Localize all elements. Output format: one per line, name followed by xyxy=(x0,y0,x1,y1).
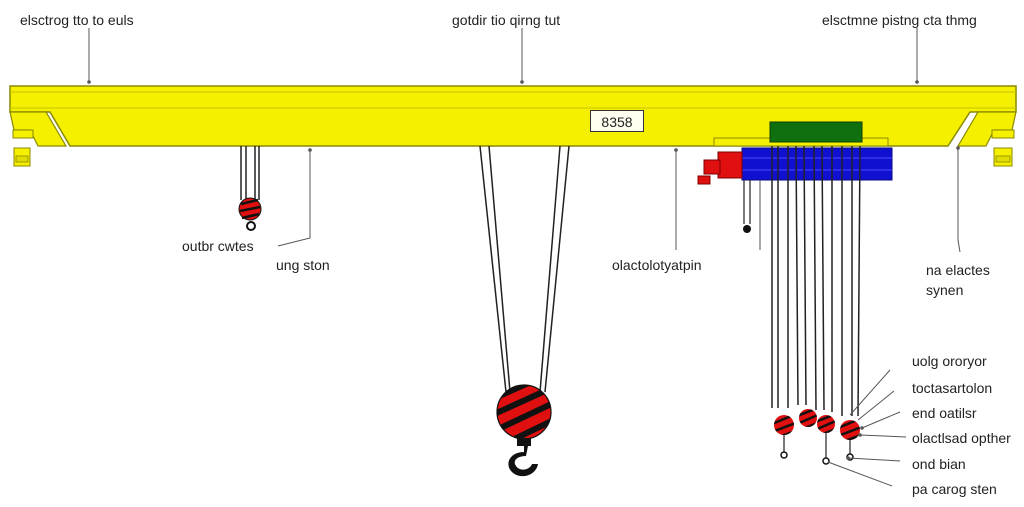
right-list-item: olactlsad opther xyxy=(912,430,1011,446)
main-girder xyxy=(9,85,1017,147)
main-hook xyxy=(508,446,538,477)
leaders-right-list xyxy=(827,369,907,487)
leader-left-mid xyxy=(277,150,311,247)
leader-dot-center-right xyxy=(674,148,678,152)
right-list-item: pa carog sten xyxy=(912,481,997,497)
trolley-ropes xyxy=(771,145,861,417)
label-top-right: elsctmne pistng cta thmg xyxy=(822,12,977,28)
leader-dot-top-center xyxy=(520,80,524,84)
end-truck-left xyxy=(9,111,68,167)
label-right-mid: na elactes synen xyxy=(926,262,990,298)
label-top-center: gotdir tio qirng tut xyxy=(452,12,561,28)
hook-cluster xyxy=(774,409,860,465)
end-truck-right xyxy=(956,111,1017,167)
label-top-left: elsctrog tto to euls xyxy=(20,12,134,28)
right-list-item: uolg ororyor xyxy=(912,353,987,369)
leader-dot-left-mid xyxy=(308,148,312,152)
main-hoist-ropes xyxy=(479,145,570,393)
label-center-right: olactolotyatpin xyxy=(612,257,702,273)
right-list-item: end oatilsr xyxy=(912,405,977,421)
leader-right-mid xyxy=(957,148,961,253)
label-left-mid-2: ung ston xyxy=(276,257,330,273)
label-left-mid-1: outbr cwtes xyxy=(182,238,254,254)
leader-dot-top-right xyxy=(915,80,919,84)
leader-dot-top-left xyxy=(87,80,91,84)
leader-dot-right-mid xyxy=(956,146,960,150)
trolley xyxy=(697,121,893,233)
right-list-item: ond bian xyxy=(912,456,966,472)
capacity-plate: 8358 xyxy=(590,110,644,132)
main-hook-block xyxy=(496,384,552,446)
small-hook-assembly xyxy=(238,146,262,231)
right-list-item: toctasartolon xyxy=(912,380,993,396)
